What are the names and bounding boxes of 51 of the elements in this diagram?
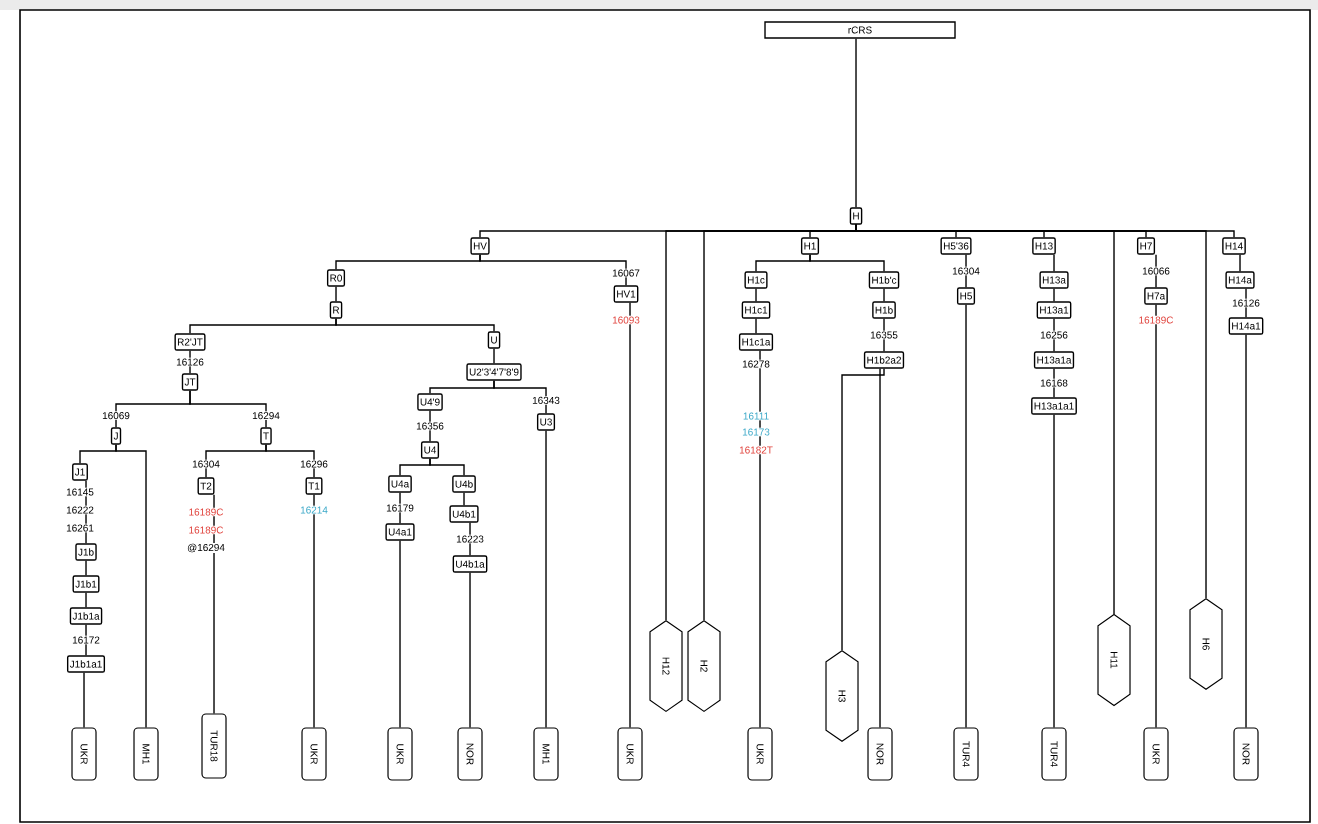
tree-line (629, 302, 631, 729)
tree-line (755, 318, 757, 334)
tree-line (469, 522, 471, 556)
tree-line (85, 560, 87, 576)
tree-line (1245, 288, 1247, 318)
tree-line (463, 492, 465, 506)
tree-line (83, 672, 85, 729)
tree-line (755, 254, 811, 272)
tree-line (335, 318, 495, 332)
tree-line (841, 368, 885, 651)
tree-line (479, 254, 627, 286)
tree-line (493, 348, 495, 364)
tree-line (429, 458, 465, 476)
tree-line (85, 592, 87, 608)
tree-line (399, 540, 401, 729)
tree-line (883, 318, 885, 352)
tree-line (1053, 414, 1055, 729)
tree-line (469, 572, 471, 729)
tree-line (809, 254, 885, 272)
tree-line (1155, 254, 1157, 288)
tree-line (115, 444, 147, 729)
tree-line (189, 390, 267, 428)
tree-line (205, 444, 267, 478)
tree-line (1155, 304, 1157, 729)
tree-line (1053, 288, 1055, 302)
tree-line (399, 458, 431, 476)
tree-line (965, 304, 967, 729)
tree-line (855, 38, 857, 208)
tree-line (545, 430, 547, 729)
tree-line (493, 380, 547, 414)
tree-line (213, 494, 215, 715)
tree-line (429, 410, 431, 442)
tree-line (1053, 318, 1055, 352)
tree-line (1239, 254, 1241, 272)
tree-line (755, 288, 757, 302)
tree-line (335, 286, 337, 302)
tree-line (335, 254, 481, 270)
tree-line (1245, 334, 1247, 729)
tree-line (313, 494, 315, 729)
tree-line (855, 224, 1235, 238)
tree-line (759, 350, 761, 729)
tree-line (1053, 254, 1055, 272)
tree-line (265, 444, 315, 478)
tree-line (79, 444, 117, 464)
tree-line (85, 480, 87, 544)
tree-line (189, 318, 337, 334)
tree-line (879, 368, 881, 729)
tree-line (965, 254, 967, 288)
tree-line (883, 288, 885, 302)
tree-line (809, 224, 857, 238)
tree-line (1053, 368, 1055, 398)
